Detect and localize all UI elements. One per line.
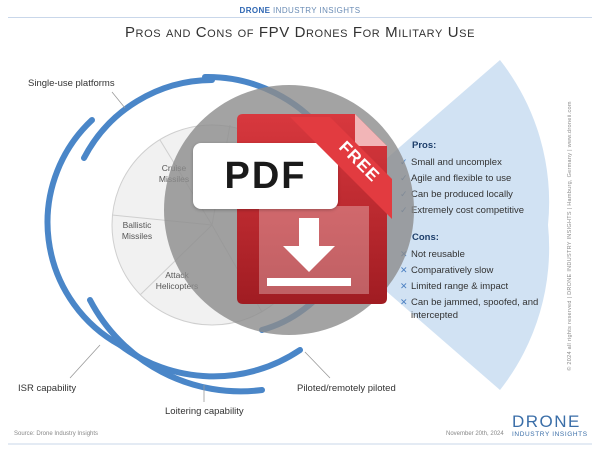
label-loitering: Loitering capability <box>165 406 244 417</box>
cross-icon: ✕ <box>400 265 408 275</box>
wedge-ballistic-missiles: Ballistic Missiles <box>121 220 153 241</box>
leader-isr <box>69 344 101 379</box>
date-note: November 20th, 2024 <box>446 431 504 437</box>
arc-left <box>44 117 123 348</box>
label-isr: ISR capability <box>18 383 77 394</box>
logo-line-1: DRONE <box>512 412 581 431</box>
brand-rest: INDUSTRY INSIGHTS <box>273 6 361 15</box>
page-title: Pros and Cons of FPV Drones For Military… <box>124 24 476 41</box>
list-item: ✕Not reusable <box>400 248 561 261</box>
brand-bold: DRONE <box>239 6 271 15</box>
list-item: ✓Can be produced locally <box>400 188 524 201</box>
leader-single-use <box>111 91 126 109</box>
logo-line-2: INDUSTRY INSIGHTS <box>512 431 588 438</box>
cons-title: Cons: <box>412 232 439 243</box>
cross-icon: ✕ <box>400 281 408 291</box>
list-item: ✓Small and uncomplex <box>400 156 524 169</box>
pros-list: ✓Small and uncomplex ✓Agile and flexible… <box>400 156 524 220</box>
pdf-badge-label: PDF <box>224 155 307 197</box>
arc-loitering <box>87 297 265 395</box>
list-item: ✕Limited range & impact <box>400 281 509 292</box>
leader-piloted <box>304 351 331 379</box>
wedge-attack-helicopters: Attack Helicopters <box>155 270 199 291</box>
pros-title: Pros: <box>412 140 437 151</box>
list-item: ✕Comparatively slow <box>400 265 494 276</box>
pdf-badge[interactable]: PDF <box>193 143 338 209</box>
cons-list: ✕Not reusable ✕Comparatively slow ✕Limit… <box>400 248 561 325</box>
header-divider <box>8 17 592 18</box>
arc-single-use <box>81 77 215 161</box>
cone-shape <box>310 60 550 390</box>
list-item: ✓Extremely cost competitive <box>400 204 524 217</box>
cross-icon: ✕ <box>400 297 408 307</box>
source-note: Source: Drone Industry Insights <box>14 431 99 437</box>
label-single-use: Single-use platforms <box>28 78 115 89</box>
brand-logo: DRONE INDUSTRY INSIGHTS <box>512 412 592 438</box>
list-item: ✕Can be jammed, spoofed, and intercepted <box>400 297 539 321</box>
list-item: ✓Agile and flexible to use <box>400 172 524 185</box>
header-brand: DRONE INDUSTRY INSIGHTS <box>0 6 600 15</box>
download-arrow-icon <box>267 218 351 286</box>
label-piloted: Piloted/remotely piloted <box>297 383 396 394</box>
